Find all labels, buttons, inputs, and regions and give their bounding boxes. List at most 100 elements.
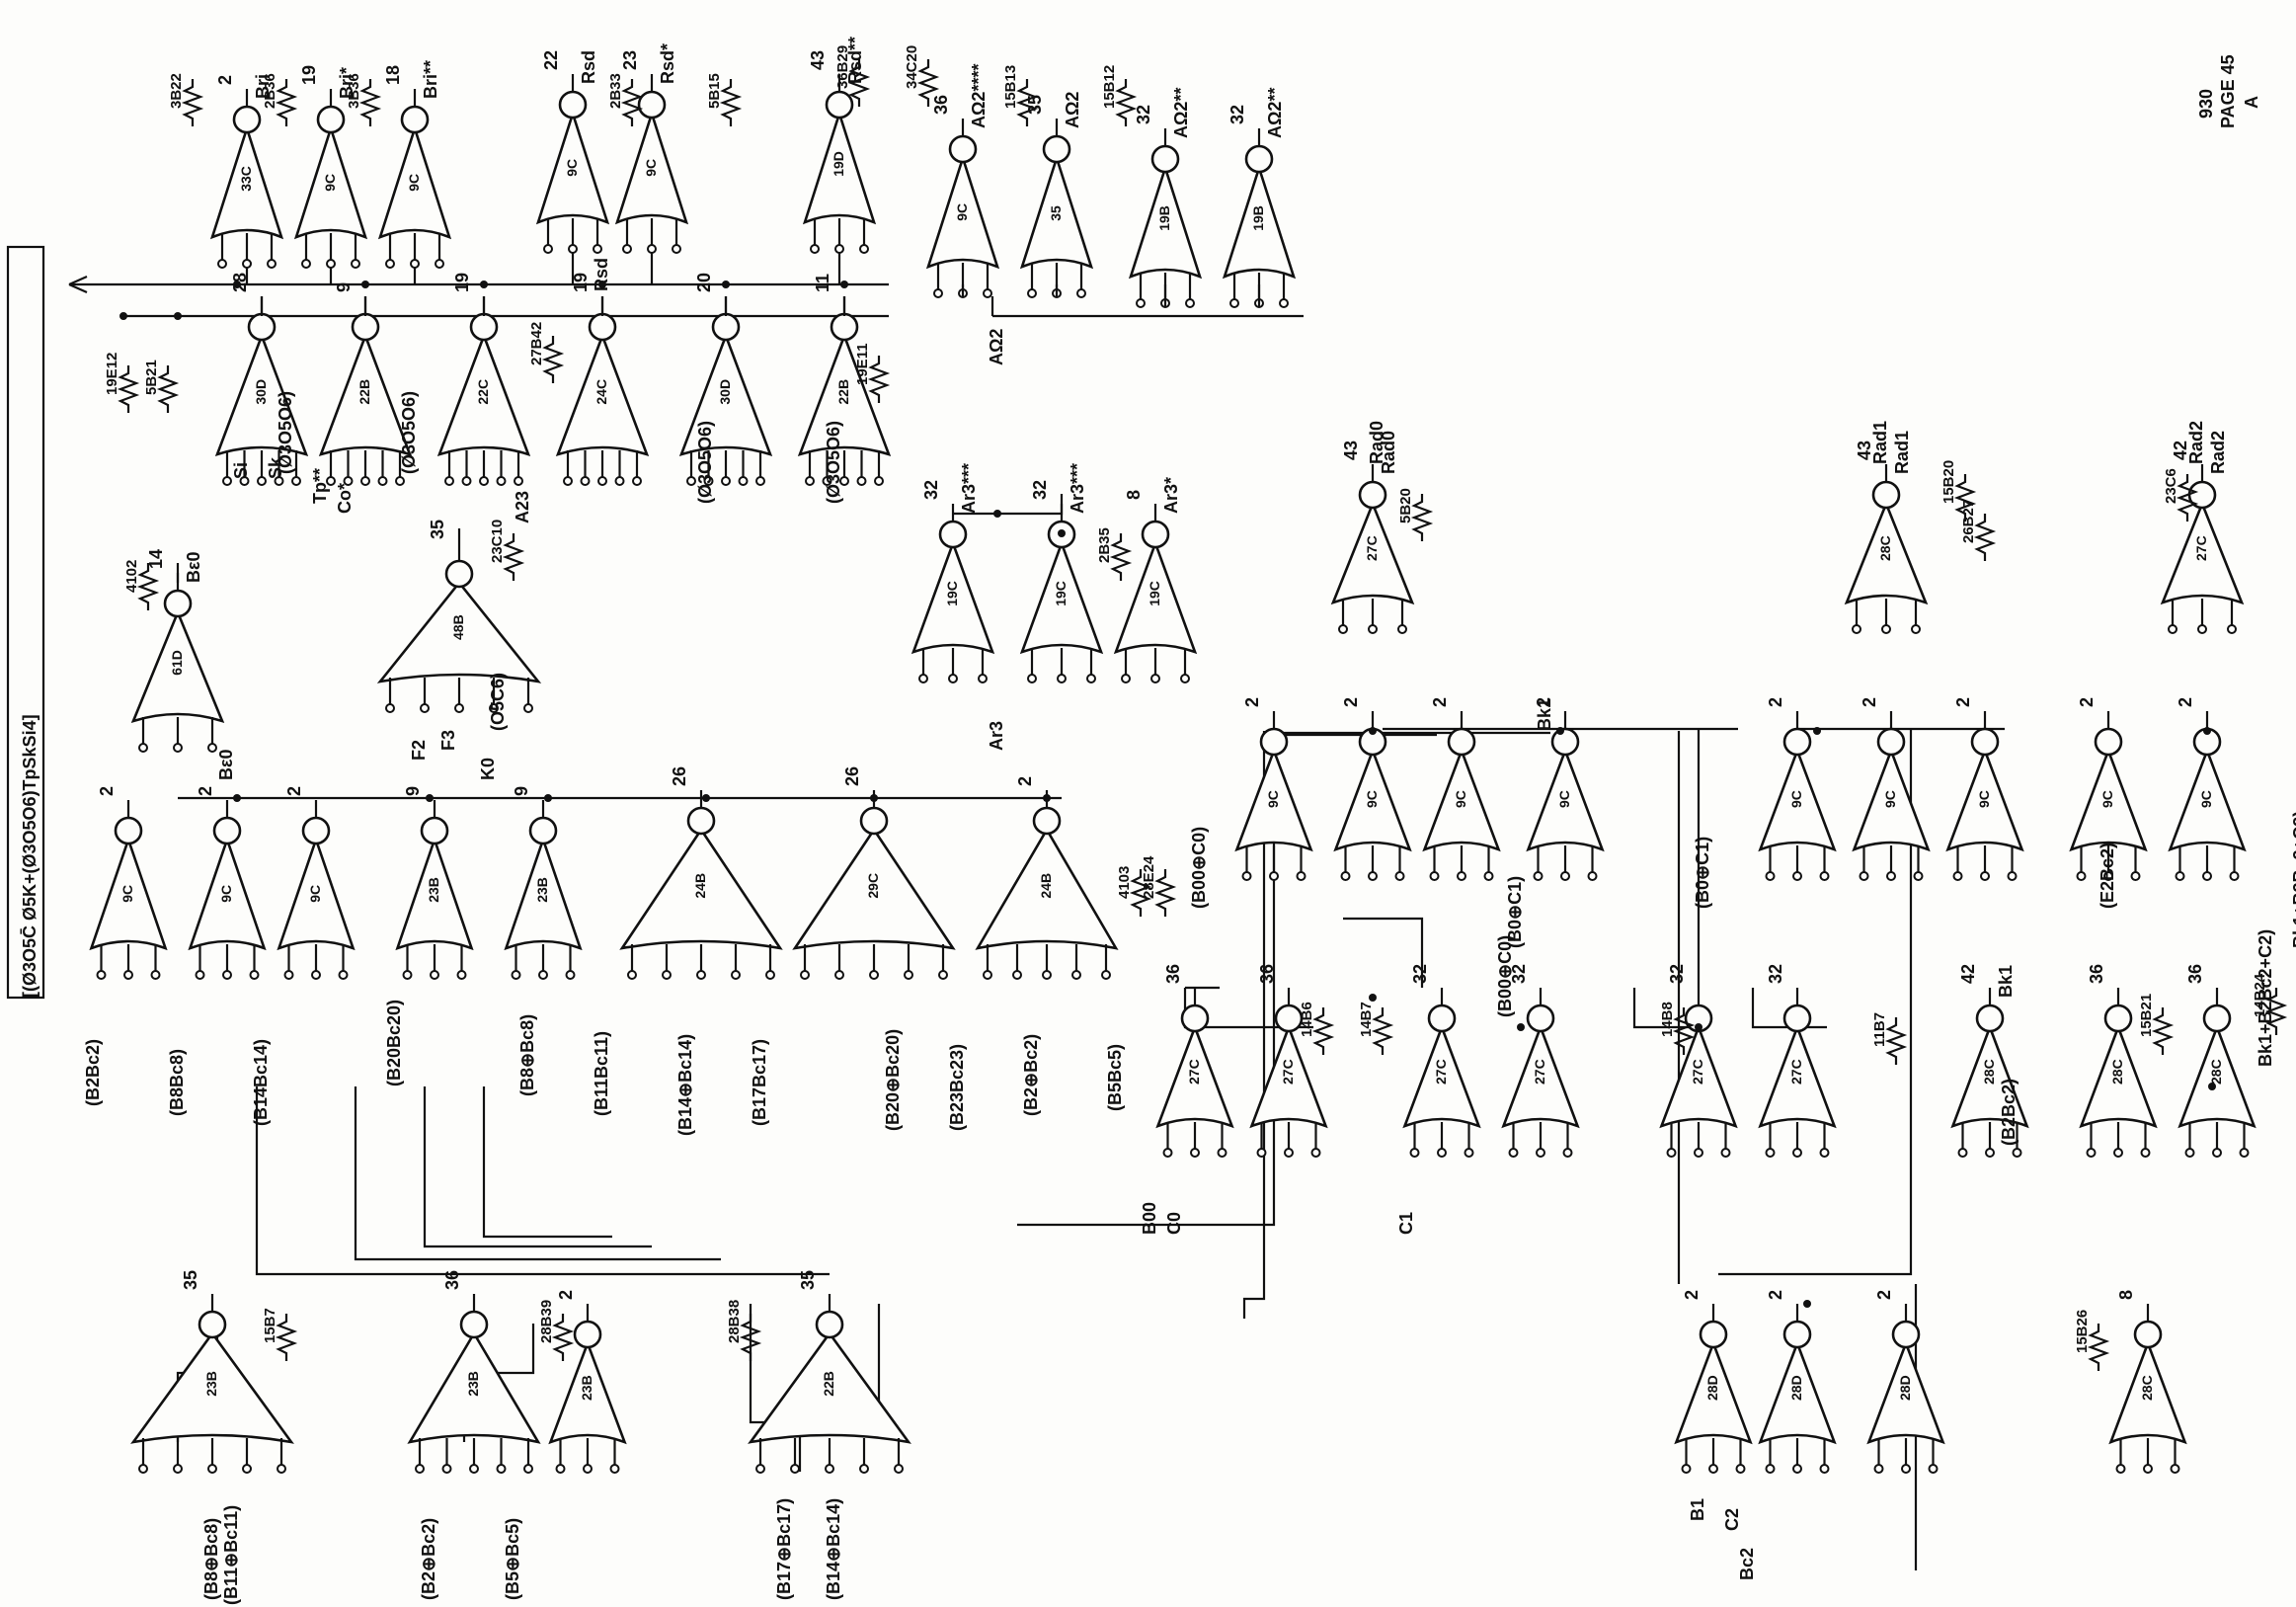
gate-bubble bbox=[2094, 727, 2123, 757]
resistor-symbol bbox=[156, 365, 180, 413]
gate-pin bbox=[123, 970, 133, 980]
gate-bubble bbox=[1970, 727, 2000, 757]
signal-label: (B0⊕C1) bbox=[1693, 837, 1712, 909]
logic-gate bbox=[1526, 711, 1605, 881]
signal-label: Bk1+B2Bc2+C2) bbox=[2290, 811, 2296, 948]
gate-body bbox=[975, 827, 1119, 950]
gate-pin bbox=[632, 476, 642, 486]
gate-bubble bbox=[1358, 480, 1387, 510]
signal-label: (E2Bc2) bbox=[2098, 843, 2117, 909]
gate-pin-number: 2 bbox=[1874, 1290, 1894, 1300]
gate-pin bbox=[479, 476, 489, 486]
signal-label: (B11⊕Bc11) bbox=[221, 1505, 241, 1605]
resistor-symbol bbox=[1153, 869, 1177, 917]
gate-pin bbox=[1086, 674, 1096, 683]
gate-pin bbox=[1735, 1464, 1746, 1474]
gate-pin bbox=[395, 476, 405, 486]
signal-label: (B8Bc8) bbox=[167, 1049, 187, 1116]
gate-pin-number: 26 bbox=[670, 766, 689, 786]
logic-gate bbox=[1402, 988, 1481, 1158]
gate-pin bbox=[301, 259, 311, 269]
gate-ref: 30D bbox=[717, 379, 733, 405]
gate-pin bbox=[1765, 1464, 1776, 1474]
gate-signal-name: AΩ2** bbox=[1265, 88, 1285, 138]
gate-signal-name: Rad2 bbox=[2208, 431, 2228, 474]
wire-junction bbox=[174, 312, 182, 320]
gate-ref: 27C bbox=[1690, 1059, 1705, 1085]
wire-junction bbox=[1369, 727, 1377, 735]
gate-bubble bbox=[316, 105, 346, 134]
gate-pin-number: 9 bbox=[512, 786, 531, 796]
gate-pin bbox=[1397, 624, 1407, 634]
gate-bubble bbox=[1032, 806, 1062, 836]
gate-bubble bbox=[1891, 1320, 1921, 1349]
gate-pin bbox=[1012, 970, 1022, 980]
logic-gate bbox=[1234, 711, 1313, 881]
logic-gate bbox=[1758, 988, 1837, 1158]
wire-junction bbox=[2203, 727, 2211, 735]
gate-ref: 9C bbox=[954, 203, 970, 221]
gate-pin bbox=[593, 244, 602, 254]
wire-junction bbox=[544, 794, 552, 802]
gate-bubble bbox=[1141, 520, 1170, 549]
gate-ref: 19C bbox=[944, 581, 960, 606]
resistor-label: 19E11 bbox=[854, 343, 871, 385]
gate-pin bbox=[825, 1464, 834, 1474]
gate-pin bbox=[2175, 871, 2185, 881]
signal-label: (B14Bc14) bbox=[251, 1039, 271, 1126]
logic-gate bbox=[1249, 988, 1328, 1158]
gate-ref: 23B bbox=[465, 1371, 481, 1397]
gate-bubble bbox=[948, 134, 978, 164]
signal-label: AΩ2 bbox=[987, 329, 1006, 365]
gate-pin bbox=[1792, 1148, 1802, 1158]
signal-label: C1 bbox=[1396, 1212, 1416, 1235]
gate-pin bbox=[2113, 1148, 2123, 1158]
gate-pin bbox=[523, 1464, 533, 1474]
signal-label: K0 bbox=[478, 758, 498, 780]
logic-gate bbox=[1422, 711, 1501, 881]
gate-pin bbox=[918, 674, 928, 683]
gate-pin bbox=[904, 970, 913, 980]
signal-label: Rad0 bbox=[1367, 421, 1386, 464]
resistor-symbol bbox=[620, 79, 644, 126]
gate-pin-number: 2 bbox=[97, 786, 117, 796]
gate-pin bbox=[1340, 871, 1351, 881]
logic-gate bbox=[1866, 1304, 1945, 1474]
logic-gate bbox=[2079, 988, 2158, 1158]
logic-gate bbox=[1852, 711, 1931, 881]
resistor-label: 15B26 bbox=[2074, 1310, 2091, 1353]
gate-body bbox=[318, 332, 413, 457]
gate-bubble bbox=[459, 1310, 489, 1339]
logic-gate bbox=[910, 504, 995, 683]
signal-label: (Ø3O5O6) bbox=[824, 421, 843, 504]
wire-junction bbox=[361, 281, 369, 288]
resistor-label: 28E24 bbox=[1141, 855, 1157, 899]
gate-bubble bbox=[825, 90, 854, 120]
logic-gate bbox=[188, 800, 267, 980]
logic-gate bbox=[2168, 711, 2247, 881]
gate-pin bbox=[1901, 1464, 1911, 1474]
gate-pin bbox=[1042, 970, 1052, 980]
gate-pin bbox=[755, 1464, 765, 1474]
gate-signal-name: Bk1 bbox=[1996, 965, 2016, 998]
gate-pin bbox=[1241, 871, 1252, 881]
gate-pin bbox=[565, 970, 576, 980]
gate-body bbox=[748, 1330, 911, 1444]
gate-pin-number: 42 bbox=[1958, 964, 1978, 984]
signal-label: (B2Bc2) bbox=[83, 1039, 103, 1106]
signal-label: (B20⊕Bc20) bbox=[883, 1029, 903, 1131]
logic-gate bbox=[89, 800, 168, 980]
gate-pin bbox=[810, 244, 820, 254]
logic-gate bbox=[1758, 1304, 1837, 1474]
gate-bubble bbox=[2202, 1004, 2232, 1033]
gate-bubble bbox=[1180, 1004, 1210, 1033]
gate-pin bbox=[1185, 298, 1195, 308]
gate-bubble bbox=[938, 520, 968, 549]
gate-pin bbox=[834, 244, 844, 254]
gate-ref: 9C bbox=[1265, 790, 1281, 808]
resistor-symbol bbox=[551, 1314, 575, 1361]
gate-pin bbox=[822, 476, 832, 486]
resistor-label: 28B38 bbox=[726, 1300, 743, 1343]
gate-pin bbox=[2140, 1148, 2151, 1158]
gate-pin-number: 35 bbox=[181, 1270, 200, 1290]
